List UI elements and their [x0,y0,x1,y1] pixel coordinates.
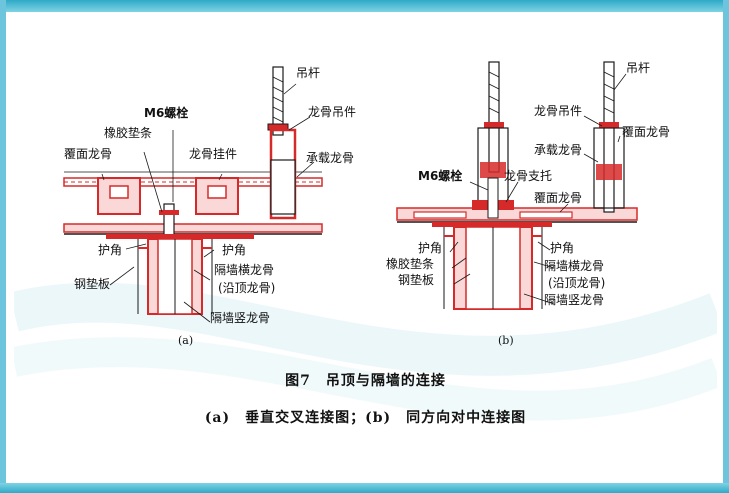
leader-lines-a [101,83,315,323]
sublabel-a: (a) [178,334,193,347]
label-cover-keel-b: 覆面龙骨 [534,191,582,205]
label-rubber-strip-b: 橡胶垫条 [386,256,434,271]
label-m6-bolt-a: M6螺栓 [144,105,188,120]
background-swoosh [14,282,717,421]
hanger-rod-b-right [593,61,625,213]
label-hanger-rod-b: 吊杆 [626,61,650,75]
label-bearing-keel-a: 承载龙骨 [306,151,354,165]
rubber-strip-b [432,222,552,227]
keel-hanger-a [269,128,297,220]
label-rubber-strip-a: 橡胶垫条 [104,125,152,140]
label-keel-hanger-b: 龙骨吊件 [534,104,582,118]
cover-keel-left-a [97,177,141,215]
left-border [0,0,6,493]
panel-b: 吊杆 龙骨吊件 覆面龙骨 承载龙骨 M6螺栓 龙骨支托 覆面龙骨 护角 橡胶垫条… [386,61,670,347]
top-border-band [0,0,729,12]
label-keel-support-b: 龙骨支托 [504,169,552,183]
label-partition-horizontal-a: 隔墙横龙骨 [214,263,274,277]
partition-wall-b [443,226,543,310]
hanger-rod-b-left [477,61,509,205]
label-steel-plate-b: 钢垫板 [398,272,434,287]
bottom-border-band [0,483,729,493]
leader-lines-b [449,73,627,305]
label-corner-guard-left-a: 护角 [98,243,122,257]
cover-keel-right-a [195,177,239,215]
label-keel-hanger-a: 龙骨吊件 [308,105,356,119]
label-partition-horizontal-b: 隔墙横龙骨 [544,259,604,273]
rubber-strip-a [106,234,254,239]
label-keel-pendant-a: 龙骨挂件 [189,147,237,161]
keel-support-b [472,177,514,219]
connection-diagram: 吊杆 龙骨吊件 M6螺栓 橡胶垫条 承载龙骨 覆面龙骨 龙骨挂件 护角 护角 钢… [63,61,670,347]
right-border [723,0,729,493]
label-hanger-rod-a: 吊杆 [296,66,320,80]
label-partition-vertical-b: 隔墙竖龙骨 [544,293,604,307]
ceiling-band-b [396,207,638,223]
label-along-top-b: (沿顶龙骨) [548,276,605,290]
label-along-top-a: (沿顶龙骨) [218,281,275,295]
partition-wall-a [137,238,213,315]
label-steel-plate-a: 钢垫板 [74,276,110,291]
label-m6-bolt-b: M6螺栓 [418,168,462,183]
figure-card: 吊杆 龙骨吊件 M6螺栓 橡胶垫条 承载龙骨 覆面龙骨 龙骨挂件 护角 护角 钢… [14,12,717,472]
label-cover-keel-top-b: 覆面龙骨 [622,125,670,139]
label-corner-guard-left-b: 护角 [418,241,442,255]
sublabel-b: (b) [498,334,514,347]
label-corner-guard-right-b: 护角 [550,241,574,255]
label-corner-guard-right-a: 护角 [222,243,246,257]
label-cover-keel-a: 覆面龙骨 [64,147,112,161]
hanger-rod-a [267,66,289,136]
label-bearing-keel-b: 承载龙骨 [534,143,582,157]
figure-caption-subtitle: (a) 垂直交叉连接图；(b) 同方向对中连接图 [204,410,527,426]
panel-a: 吊杆 龙骨吊件 M6螺栓 橡胶垫条 承载龙骨 覆面龙骨 龙骨挂件 护角 护角 钢… [63,66,356,347]
label-partition-vertical-a: 隔墙竖龙骨 [210,311,270,325]
figure-caption-title: 图7 吊顶与隔墙的连接 [285,373,446,389]
